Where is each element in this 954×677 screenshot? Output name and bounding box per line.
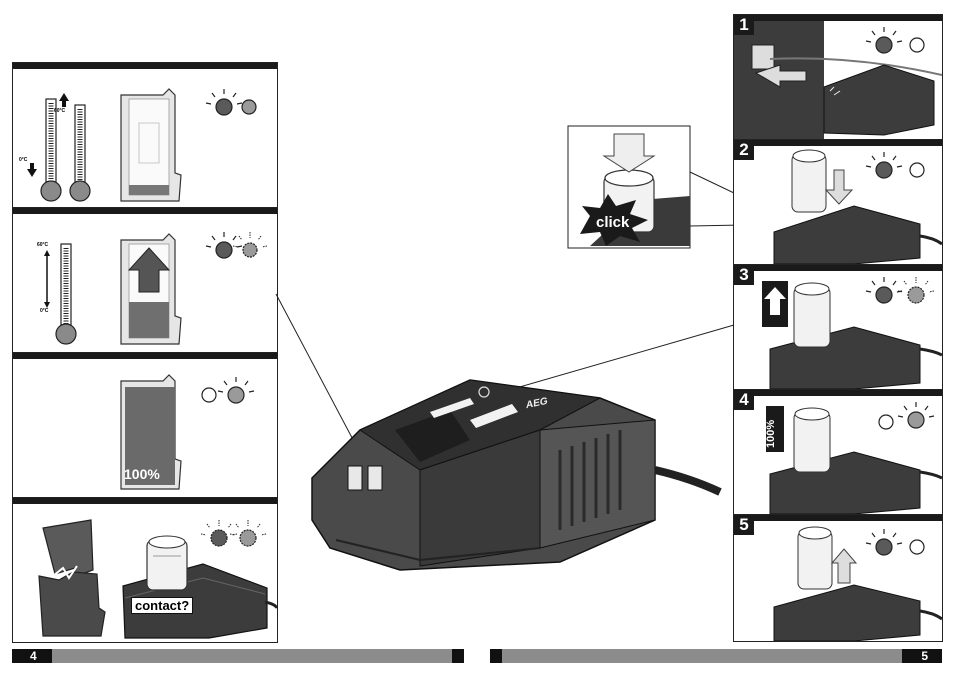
- led-green-blinking-icon: [897, 402, 935, 429]
- thermometer-hot-label: 60°C: [54, 108, 66, 114]
- led-red-blinking-icon: [865, 529, 903, 556]
- panel-fully-charged: 100%: [12, 352, 278, 498]
- step-number: 3: [734, 265, 754, 285]
- page-number-left: 4: [12, 649, 52, 663]
- led-green-off-icon: [909, 162, 925, 178]
- battery-pack-icon: [120, 88, 182, 202]
- panel-step-3: 3: [733, 264, 943, 390]
- panel-topbar: [734, 140, 942, 146]
- panel-step-2: 2: [733, 139, 943, 265]
- led-green-on-icon: [241, 99, 257, 115]
- page-number-text: 5: [921, 649, 928, 663]
- battery-full-icon: [120, 374, 182, 490]
- panel-topbar: [734, 390, 942, 396]
- led-green-blinking-icon: [217, 377, 255, 404]
- panel-topbar: [734, 515, 942, 521]
- step-2-illustration: [773, 149, 942, 264]
- led-green-blinking-icon: [897, 277, 935, 304]
- step-number: 2: [734, 140, 754, 160]
- contact-fault-illustration: [38, 519, 277, 639]
- page-number-text: 4: [30, 649, 37, 663]
- battery-full-icon: [766, 406, 784, 452]
- click-burst-icon: [580, 194, 648, 246]
- led-red-off-icon: [878, 414, 894, 430]
- footer-bar-left-edge: [452, 649, 464, 663]
- panel-contact-fault: contact?: [12, 497, 278, 643]
- temperature-fault-illustration: [27, 88, 257, 202]
- led-red-off-icon: [201, 387, 217, 403]
- click-label: click: [596, 214, 630, 231]
- battery-charging-icon: [762, 281, 788, 327]
- charging-illustration: [44, 232, 268, 345]
- led-red-blinking-icon: [200, 520, 238, 547]
- step-1-illustration: [734, 21, 942, 139]
- led-red-blinking-icon: [865, 27, 903, 54]
- led-red-blinking-icon: [205, 89, 243, 116]
- led-green-blinking-icon: [232, 232, 268, 258]
- thermometer-cold-label: 0°C: [40, 308, 49, 314]
- click-callout: [567, 125, 691, 249]
- panel-topbar: [13, 498, 277, 504]
- panel-step-5: 5: [733, 514, 943, 642]
- contact-label: contact?: [131, 597, 194, 614]
- thermometer-range-icon: [44, 243, 77, 345]
- led-green-off-icon: [909, 37, 925, 53]
- panel-temperature-fault: 0°C 60°C: [12, 62, 278, 208]
- step-4-illustration: [766, 402, 942, 514]
- page-number-right: 5: [902, 649, 942, 663]
- footer-bar-right-edge: [490, 649, 502, 663]
- footer-bar-left: [12, 649, 464, 663]
- footer-bar-right: [490, 649, 942, 663]
- step-number: 4: [734, 390, 754, 410]
- thermometer-cold-icon: [27, 98, 62, 202]
- panel-step-4: 100% 4: [733, 389, 943, 515]
- broken-battery-icon: [38, 519, 106, 637]
- panel-charging: 60°C 0°C: [12, 207, 278, 353]
- led-green-off-icon: [909, 539, 925, 555]
- battery-full-label: 100%: [765, 419, 777, 448]
- thermometer-hot-icon: [59, 93, 91, 202]
- full-battery-illustration: [120, 374, 255, 490]
- step-number: 1: [734, 15, 754, 35]
- thermometer-hot-label: 60°C: [37, 242, 49, 248]
- panel-topbar: [734, 265, 942, 271]
- battery-charging-icon: [120, 233, 182, 345]
- charger-with-battery-icon: [122, 535, 277, 639]
- led-red-blinking-icon: [865, 277, 903, 304]
- step-number: 5: [734, 515, 754, 535]
- led-red-blinking-icon: [865, 152, 903, 179]
- panel-step-1: 1: [733, 14, 943, 140]
- charger-body-icon: [311, 379, 722, 571]
- panel-topbar: [13, 63, 277, 69]
- step-5-illustration: [773, 526, 942, 641]
- thermometer-cold-label: 0°C: [19, 157, 28, 163]
- step-3-illustration: [762, 277, 942, 389]
- led-red-blinking-icon: [205, 232, 243, 259]
- led-green-blinking-icon: [229, 520, 267, 547]
- full-charge-label: 100%: [124, 466, 160, 482]
- panel-topbar: [13, 353, 277, 359]
- panel-topbar: [734, 15, 942, 21]
- panel-topbar: [13, 208, 277, 214]
